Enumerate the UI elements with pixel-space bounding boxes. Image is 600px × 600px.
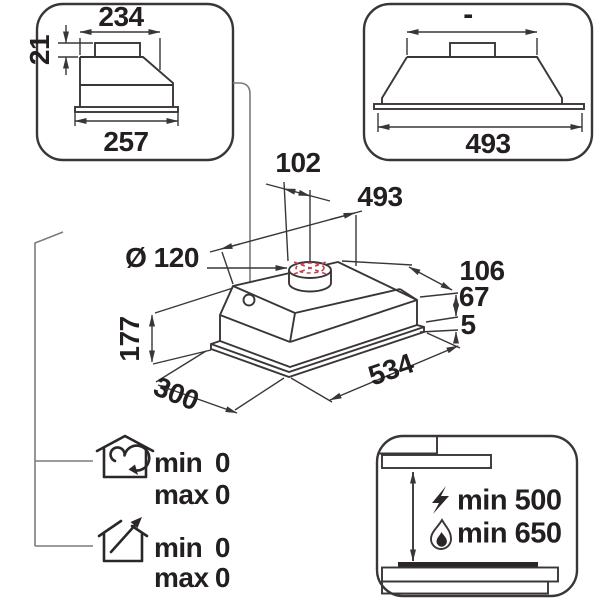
body-height-label: 67 xyxy=(458,281,490,312)
sideview-to-hood-leader xyxy=(233,82,251,292)
hood-edges xyxy=(210,285,425,374)
duct-collar-top xyxy=(288,261,332,279)
flange-thickness-label: 5 xyxy=(460,309,476,340)
ducted-min-label: min xyxy=(154,532,203,563)
recirculation-max-row: max 0 xyxy=(154,479,231,511)
hood-unit xyxy=(381,454,492,469)
side-body xyxy=(79,56,174,107)
side-collar-height-label: 21 xyxy=(24,34,55,66)
recirculation-max-value: 0 xyxy=(214,479,231,510)
electric-hob-clearance-label: min 500 xyxy=(457,484,562,517)
gas-hob-clearance-label: min 650 xyxy=(457,517,562,550)
cooktop xyxy=(398,562,538,567)
ducted-max-label: max xyxy=(154,562,209,593)
front-view-box xyxy=(362,2,594,162)
recirculation-arrow xyxy=(109,444,151,472)
front-body xyxy=(381,56,563,104)
duct-collar-body xyxy=(289,269,331,292)
side-top-depth-label: 234 xyxy=(98,1,144,32)
counter-base xyxy=(381,580,549,595)
ducted-min-row: min 0 xyxy=(154,532,231,564)
side-view-drawing xyxy=(58,25,179,126)
recirculation-min-row: min 0 xyxy=(154,447,231,479)
side-duct-collar xyxy=(94,42,141,58)
cable-hole xyxy=(242,293,256,307)
front-bottom-width-label: 493 xyxy=(465,128,511,159)
clearance-box xyxy=(375,434,579,598)
side-bottom-depth-label: 257 xyxy=(103,126,149,157)
front-view-drawing xyxy=(373,29,585,132)
modes-leader xyxy=(34,231,93,547)
wall-cabinet xyxy=(378,437,438,455)
side-view-box xyxy=(35,2,235,162)
ducted-max-row: max 0 xyxy=(154,562,231,594)
front-flange xyxy=(373,103,585,110)
recirculation-min-label: min xyxy=(154,447,203,478)
side-flange xyxy=(74,106,179,113)
duct-diameter-label: Ø 120 xyxy=(125,242,199,273)
total-height-label: 177 xyxy=(114,316,145,362)
front-top-width-label: - xyxy=(463,0,473,31)
exhaust-arrow xyxy=(109,521,139,554)
top-width-label: 493 xyxy=(357,181,403,212)
ducted-max-value: 0 xyxy=(214,562,231,593)
lightning-icon xyxy=(432,486,449,514)
top-section-height-label: 106 xyxy=(459,255,505,286)
recirculation-house-icon xyxy=(95,434,155,479)
recirculation-min-value: 0 xyxy=(214,447,231,478)
leader-lines xyxy=(34,82,251,547)
flame-icon xyxy=(430,518,452,550)
front-duct-collar xyxy=(449,42,496,58)
recirculation-max-label: max xyxy=(154,479,209,510)
clearance-drawing xyxy=(378,437,559,595)
duct-centre-mark xyxy=(293,261,327,275)
counter-top xyxy=(381,566,559,583)
ducted-min-value: 0 xyxy=(214,532,231,563)
collar-offset-label: 102 xyxy=(275,147,321,178)
perspective-dimensions xyxy=(149,181,461,414)
exhaust-house-icon xyxy=(97,517,149,563)
